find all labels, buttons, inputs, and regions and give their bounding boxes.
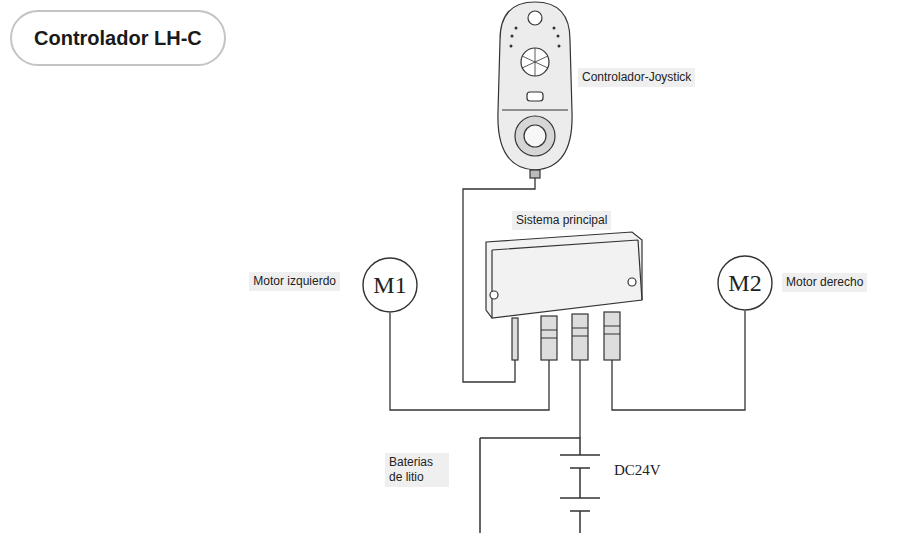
- part-label: Motor izquierdo: [249, 272, 340, 291]
- part-label: Baterias de litio: [385, 453, 449, 487]
- main-unit: Sistema principal: [484, 228, 642, 360]
- motor-circle: M2Motor derecho: [717, 255, 773, 311]
- motor-outline: [363, 258, 417, 312]
- motor-number: M2: [728, 271, 761, 295]
- joystick-figure: [498, 2, 572, 178]
- motor-circle: M1Motor izquierdo: [362, 257, 418, 313]
- part-label: Motor derecho: [782, 273, 867, 292]
- battery-symbol: [480, 438, 600, 533]
- main-unit-figure: [486, 232, 642, 360]
- joystick-controller: Controlador-Joystick: [495, 0, 575, 178]
- voltage-label: DC24V: [614, 462, 661, 479]
- cable-line: [463, 178, 535, 382]
- part-label: Sistema principal: [512, 211, 611, 230]
- motor-outline: [718, 256, 772, 310]
- cable-line: [390, 313, 549, 410]
- motor-number: M1: [373, 273, 406, 297]
- cable-line: [579, 360, 580, 438]
- part-label: Controlador-Joystick: [578, 68, 695, 87]
- battery-pack: DC24VBaterias de litio: [470, 438, 700, 533]
- title-box: Controlador LH-C: [10, 10, 226, 66]
- cable-line: [612, 311, 745, 410]
